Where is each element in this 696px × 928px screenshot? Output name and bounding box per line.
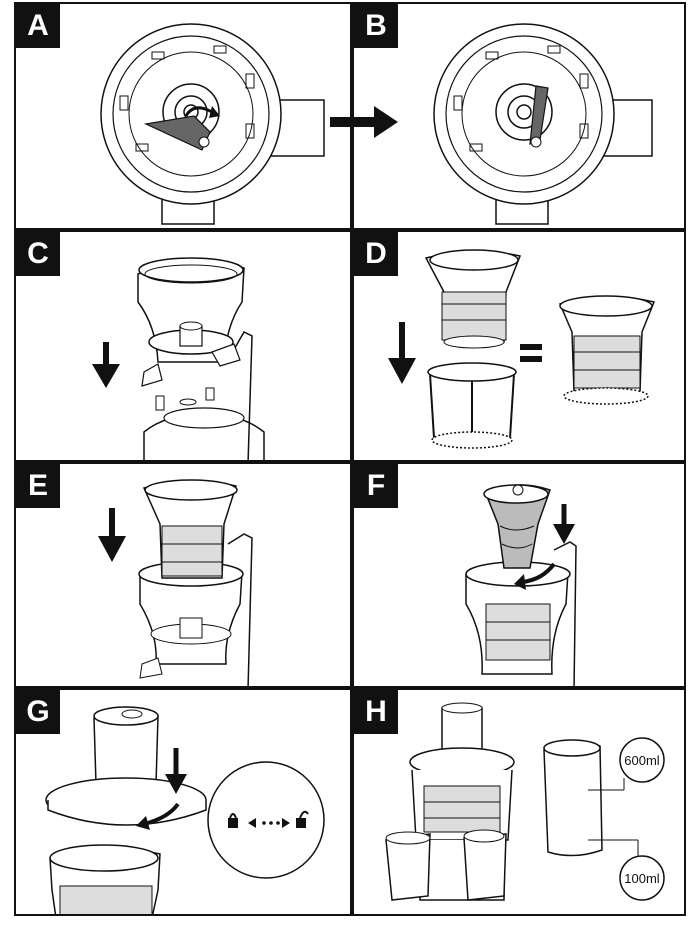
panel-label: F (354, 464, 398, 508)
panel-label: B (354, 4, 398, 48)
lock-icon (228, 818, 238, 828)
rotate-arrow-icon (209, 106, 220, 118)
panel-h: 600ml 100ml H (352, 688, 686, 916)
base-top-view-unlocked (100, 23, 325, 225)
rotate-arrow-icon (514, 574, 526, 590)
lock-detail-circle (207, 761, 325, 879)
assembled-juicer-and-jug: 600ml 100ml (385, 702, 665, 901)
panel-d: D (352, 230, 686, 462)
panel-label: G (16, 690, 60, 734)
panel-label: E (16, 464, 60, 508)
down-arrow-icon (92, 364, 120, 388)
panel-label: C (16, 232, 60, 276)
volume-600ml-label: 600ml (624, 753, 660, 768)
strainer-into-bowl (98, 479, 253, 686)
equals-icon (520, 344, 542, 350)
auger-into-strainer (465, 484, 577, 686)
juice-bowl-onto-base (92, 257, 265, 460)
panel-label: H (354, 690, 398, 734)
strainer-into-brush (388, 249, 656, 449)
down-arrow-icon (165, 774, 187, 794)
base-top-view-locked (433, 23, 653, 225)
right-arrow-icon (330, 106, 398, 138)
down-arrow-icon (553, 524, 575, 544)
down-arrow-icon (98, 536, 126, 562)
lever-unlocked (143, 115, 211, 151)
panel-a: A (14, 2, 352, 230)
panel-g: G (14, 688, 352, 916)
unlock-icon (296, 818, 306, 828)
rotate-arrow-icon (136, 816, 150, 830)
panel-label: D (354, 232, 398, 276)
down-arrow-icon (388, 358, 416, 384)
panel-b: B (352, 2, 686, 230)
volume-100ml-label: 100ml (624, 871, 660, 886)
lid-lock (45, 706, 325, 914)
panel-f: F (352, 462, 686, 688)
panel-label: A (16, 4, 60, 48)
panel-c: C (14, 230, 352, 462)
panel-e: E (14, 462, 352, 688)
